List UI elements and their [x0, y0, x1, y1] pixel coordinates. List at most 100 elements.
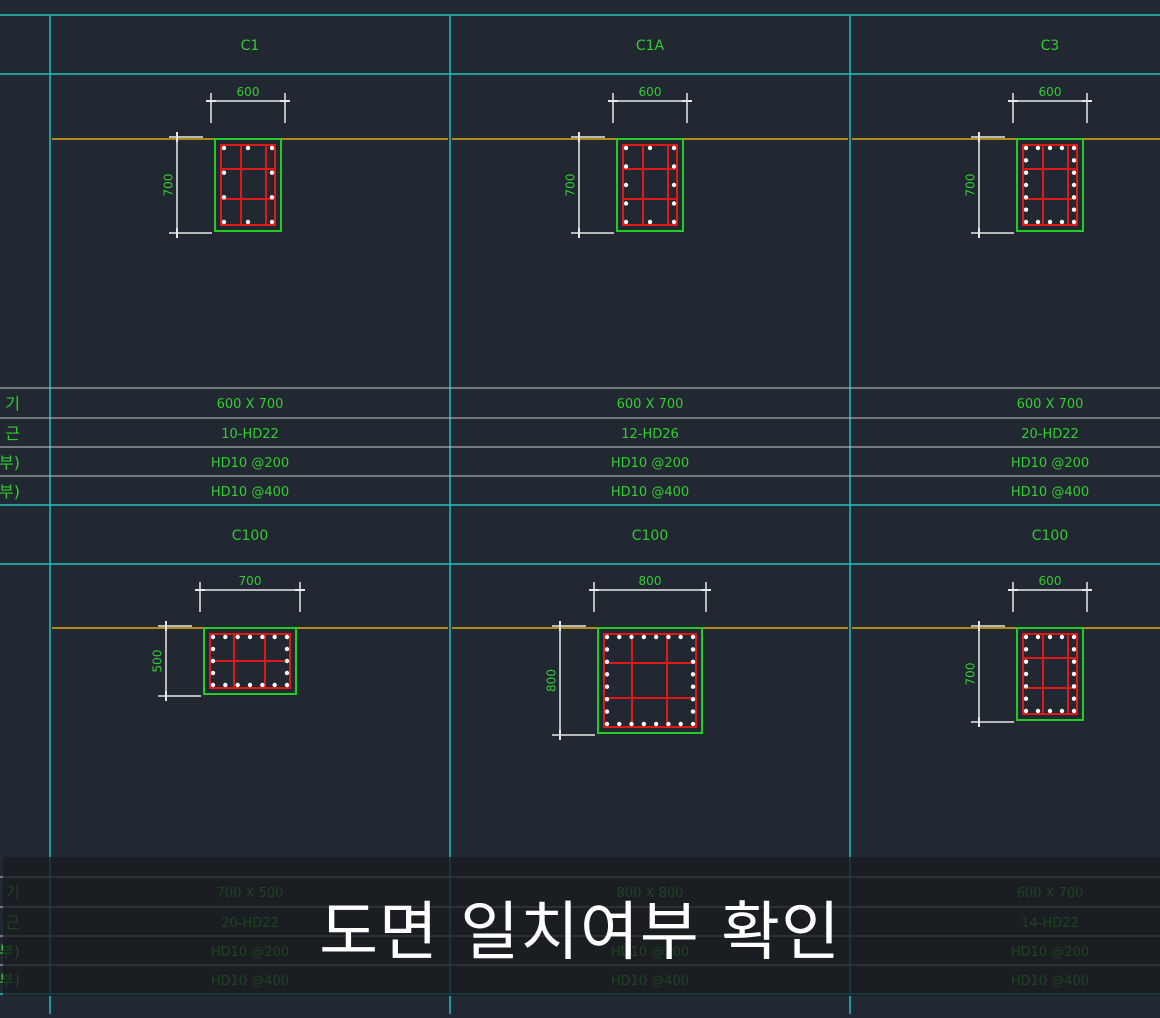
rebar-dot — [1023, 170, 1029, 175]
column-info-value: 10-HD22 — [221, 427, 279, 442]
rebar-dot — [1035, 634, 1041, 640]
rebar-dot — [678, 721, 683, 727]
rebar-dot — [210, 646, 216, 652]
rebar-dot — [623, 182, 629, 188]
rebar-dot — [1071, 708, 1077, 714]
hoop-outline — [1022, 633, 1078, 715]
rebar-dot — [221, 170, 227, 175]
rebar-dot — [210, 670, 216, 676]
column-info-value: HD10 @200 — [611, 456, 689, 471]
rebar-dot — [647, 145, 653, 151]
rebar-dot — [1035, 145, 1041, 151]
height-dimension-label: 800 — [545, 669, 559, 692]
rebar-dot — [272, 682, 277, 688]
rebar-dot — [641, 721, 647, 727]
rebar-dot — [671, 164, 677, 169]
rebar-dot — [260, 682, 265, 688]
rebar-dot — [1035, 219, 1041, 225]
column-section-outline — [203, 627, 297, 695]
row-label: 부) — [0, 453, 20, 472]
rebar-dot — [260, 634, 265, 640]
rebar-dot — [1071, 158, 1077, 163]
column-name: C1 — [241, 38, 260, 54]
column-section-outline — [214, 138, 282, 232]
rebar-dot — [604, 696, 610, 702]
column-info-value: HD10 @200 — [1011, 456, 1089, 471]
rebar-dot — [1047, 634, 1053, 640]
rebar-dot — [269, 145, 275, 151]
rebar-dot — [671, 219, 677, 225]
rebar-dot — [1047, 708, 1053, 714]
column-name: C100 — [1032, 528, 1069, 544]
rebar-dot — [604, 634, 610, 640]
rebar-dot — [235, 682, 240, 688]
rebar-dot — [671, 182, 677, 188]
width-dimension-label: 600 — [639, 85, 662, 99]
column-info-value: 20-HD22 — [1021, 427, 1079, 442]
rebar-dot — [1047, 219, 1053, 225]
rebar-dot — [604, 659, 610, 665]
column-info-value: HD10 @200 — [211, 456, 289, 471]
rebar-dot — [690, 696, 696, 702]
rebar-dot — [1071, 182, 1077, 188]
width-dimension-label: 600 — [237, 85, 260, 99]
rebar-dot — [604, 672, 610, 677]
rebar-dot — [210, 658, 216, 664]
column-section-outline — [1016, 138, 1084, 232]
column-section-outline — [1016, 627, 1084, 721]
rebar-dot — [210, 634, 216, 640]
rebar-dot — [1059, 145, 1065, 151]
rebar-dot — [1023, 684, 1029, 689]
rebar-dot — [221, 195, 227, 200]
column-info-value: 600 X 700 — [1017, 397, 1084, 412]
rebar-dot — [284, 670, 290, 676]
rebar-dot — [210, 682, 216, 688]
column-info-value: HD10 @400 — [211, 485, 289, 500]
rebar-dot — [671, 145, 677, 151]
rebar-dot — [1023, 219, 1029, 225]
rebar-dot — [629, 634, 634, 640]
hoop-outline — [603, 633, 697, 728]
rebar-dot — [245, 145, 251, 151]
rebar-dot — [247, 634, 253, 640]
rebar-dot — [629, 721, 634, 727]
rebar-dot — [1071, 696, 1077, 701]
rebar-dot — [604, 684, 610, 689]
rebar-dot — [666, 634, 671, 640]
column-name: C3 — [1041, 38, 1060, 54]
column-info-value: HD10 @400 — [1011, 485, 1089, 500]
height-dimension-label: 700 — [964, 663, 978, 686]
rebar-dot — [647, 219, 653, 225]
rebar-dot — [245, 219, 251, 225]
rebar-dot — [1071, 207, 1077, 212]
rebar-dot — [1023, 145, 1029, 151]
column-name: C100 — [632, 528, 669, 544]
rebar-dot — [604, 709, 610, 714]
rebar-dot — [1023, 207, 1029, 212]
hoop-outline — [622, 144, 678, 226]
rebar-dot — [247, 682, 253, 688]
rebar-dot — [690, 672, 696, 677]
rebar-dot — [604, 647, 610, 652]
rebar-dot — [284, 646, 290, 652]
rebar-dot — [221, 145, 227, 151]
rebar-dot — [1071, 659, 1077, 664]
rebar-dot — [1023, 634, 1029, 640]
width-dimension-label: 800 — [639, 574, 662, 588]
rebar-dot — [617, 721, 622, 727]
rebar-dot — [1059, 219, 1065, 225]
column-info-value: 12-HD26 — [621, 427, 679, 442]
rebar-dot — [284, 634, 290, 640]
rebar-dot — [617, 634, 622, 640]
caption-text: 도면 일치여부 확인 — [319, 896, 841, 970]
rebar-dot — [690, 634, 696, 640]
rebar-dot — [1023, 182, 1029, 188]
rebar-dot — [1071, 219, 1077, 225]
hoop-outline — [220, 144, 276, 226]
rebar-dot — [641, 634, 647, 640]
height-dimension-label: 700 — [964, 174, 978, 197]
rebar-dot — [690, 709, 696, 714]
rebar-dot — [1023, 671, 1029, 677]
rebar-dot — [1071, 634, 1077, 640]
rebar-dot — [690, 659, 696, 665]
